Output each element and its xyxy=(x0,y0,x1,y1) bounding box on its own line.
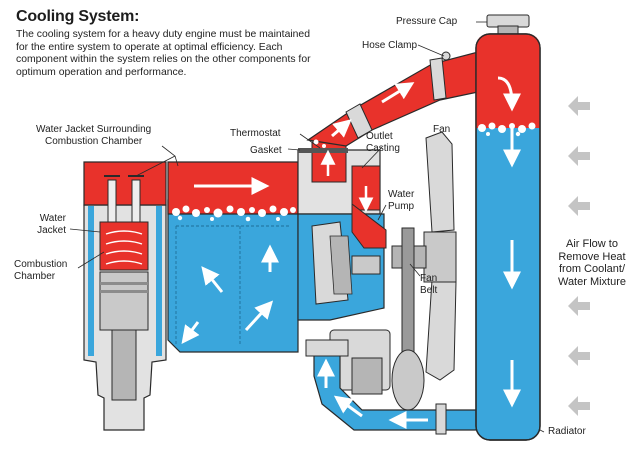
gasket xyxy=(298,148,348,153)
diagram-description: The cooling system for a heavy duty engi… xyxy=(16,29,311,78)
label-pressure-cap: Pressure Cap xyxy=(396,16,458,27)
leader-lines xyxy=(69,21,545,433)
fan-blade-top xyxy=(425,131,455,233)
piston xyxy=(99,271,149,331)
block-water-jacket xyxy=(167,199,299,353)
label-gasket: Gasket xyxy=(250,145,282,156)
label-thermostat: Thermostat xyxy=(230,128,281,139)
heat-bubbles xyxy=(172,205,296,222)
thermostat-housing xyxy=(297,141,381,215)
upper-radiator-hose xyxy=(306,51,479,148)
fan-assembly xyxy=(329,131,457,411)
label-radiator: Radiator xyxy=(548,426,586,437)
label-fan: Fan xyxy=(433,124,451,135)
label-water-jacket-surrounding: Water Jacket Surrounding Combustion Cham… xyxy=(36,124,152,147)
hose-clamp xyxy=(429,57,447,101)
diagram-title: Cooling System: xyxy=(16,8,140,25)
air-flow-arrows xyxy=(568,96,590,416)
label-water-jacket: Water Jacket xyxy=(37,213,66,236)
label-fan-belt: Fan Belt xyxy=(420,273,438,296)
engine-block xyxy=(83,161,299,431)
radiator-assembly xyxy=(475,14,541,441)
cylinder-water-jacket xyxy=(88,206,94,356)
cylinder-head-hot-zone xyxy=(83,161,167,206)
water-pump xyxy=(297,202,387,321)
label-hose-clamp: Hose Clamp xyxy=(362,40,418,51)
fan-hub xyxy=(423,231,457,283)
label-outlet-casting: Outlet Casting xyxy=(366,131,400,154)
label-combustion-chamber: Combustion Chamber xyxy=(14,259,68,282)
fan-belt xyxy=(401,227,415,371)
label-air-flow: Air Flow to Remove Heat from Coolant/ Wa… xyxy=(557,238,627,288)
label-water-pump: Water Pump xyxy=(388,189,415,212)
pressure-cap xyxy=(486,14,530,28)
combustion-chamber xyxy=(99,221,149,271)
